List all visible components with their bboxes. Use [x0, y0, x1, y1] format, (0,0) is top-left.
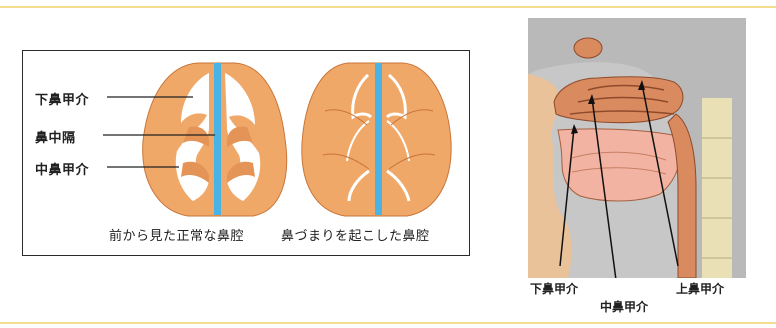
label-middle-turbinate: 中鼻甲介 — [35, 159, 89, 178]
congested-nasal-cavity — [302, 63, 451, 216]
top-rule — [0, 6, 776, 8]
sagittal-section-panel: 下鼻甲介 中鼻甲介 上鼻甲介 — [528, 18, 746, 278]
label-superior-turbinate-sagittal: 上鼻甲介 — [676, 280, 724, 297]
label-inferior-turbinate: 下鼻甲介 — [35, 89, 89, 108]
bottom-rule — [0, 322, 776, 324]
sagittal-section-illustration — [528, 18, 746, 278]
normal-nasal-cavity — [143, 63, 287, 216]
frontal-section-panel: 下鼻甲介 鼻中隔 中鼻甲介 前から見た正常な鼻腔 鼻づまりを起こした鼻腔 — [22, 50, 470, 256]
label-inferior-turbinate-sagittal: 下鼻甲介 — [530, 280, 578, 297]
label-septum: 鼻中隔 — [35, 127, 76, 146]
caption-normal-cavity: 前から見た正常な鼻腔 — [109, 225, 244, 244]
label-middle-turbinate-sagittal: 中鼻甲介 — [600, 298, 648, 315]
caption-congested-cavity: 鼻づまりを起こした鼻腔 — [281, 225, 430, 244]
